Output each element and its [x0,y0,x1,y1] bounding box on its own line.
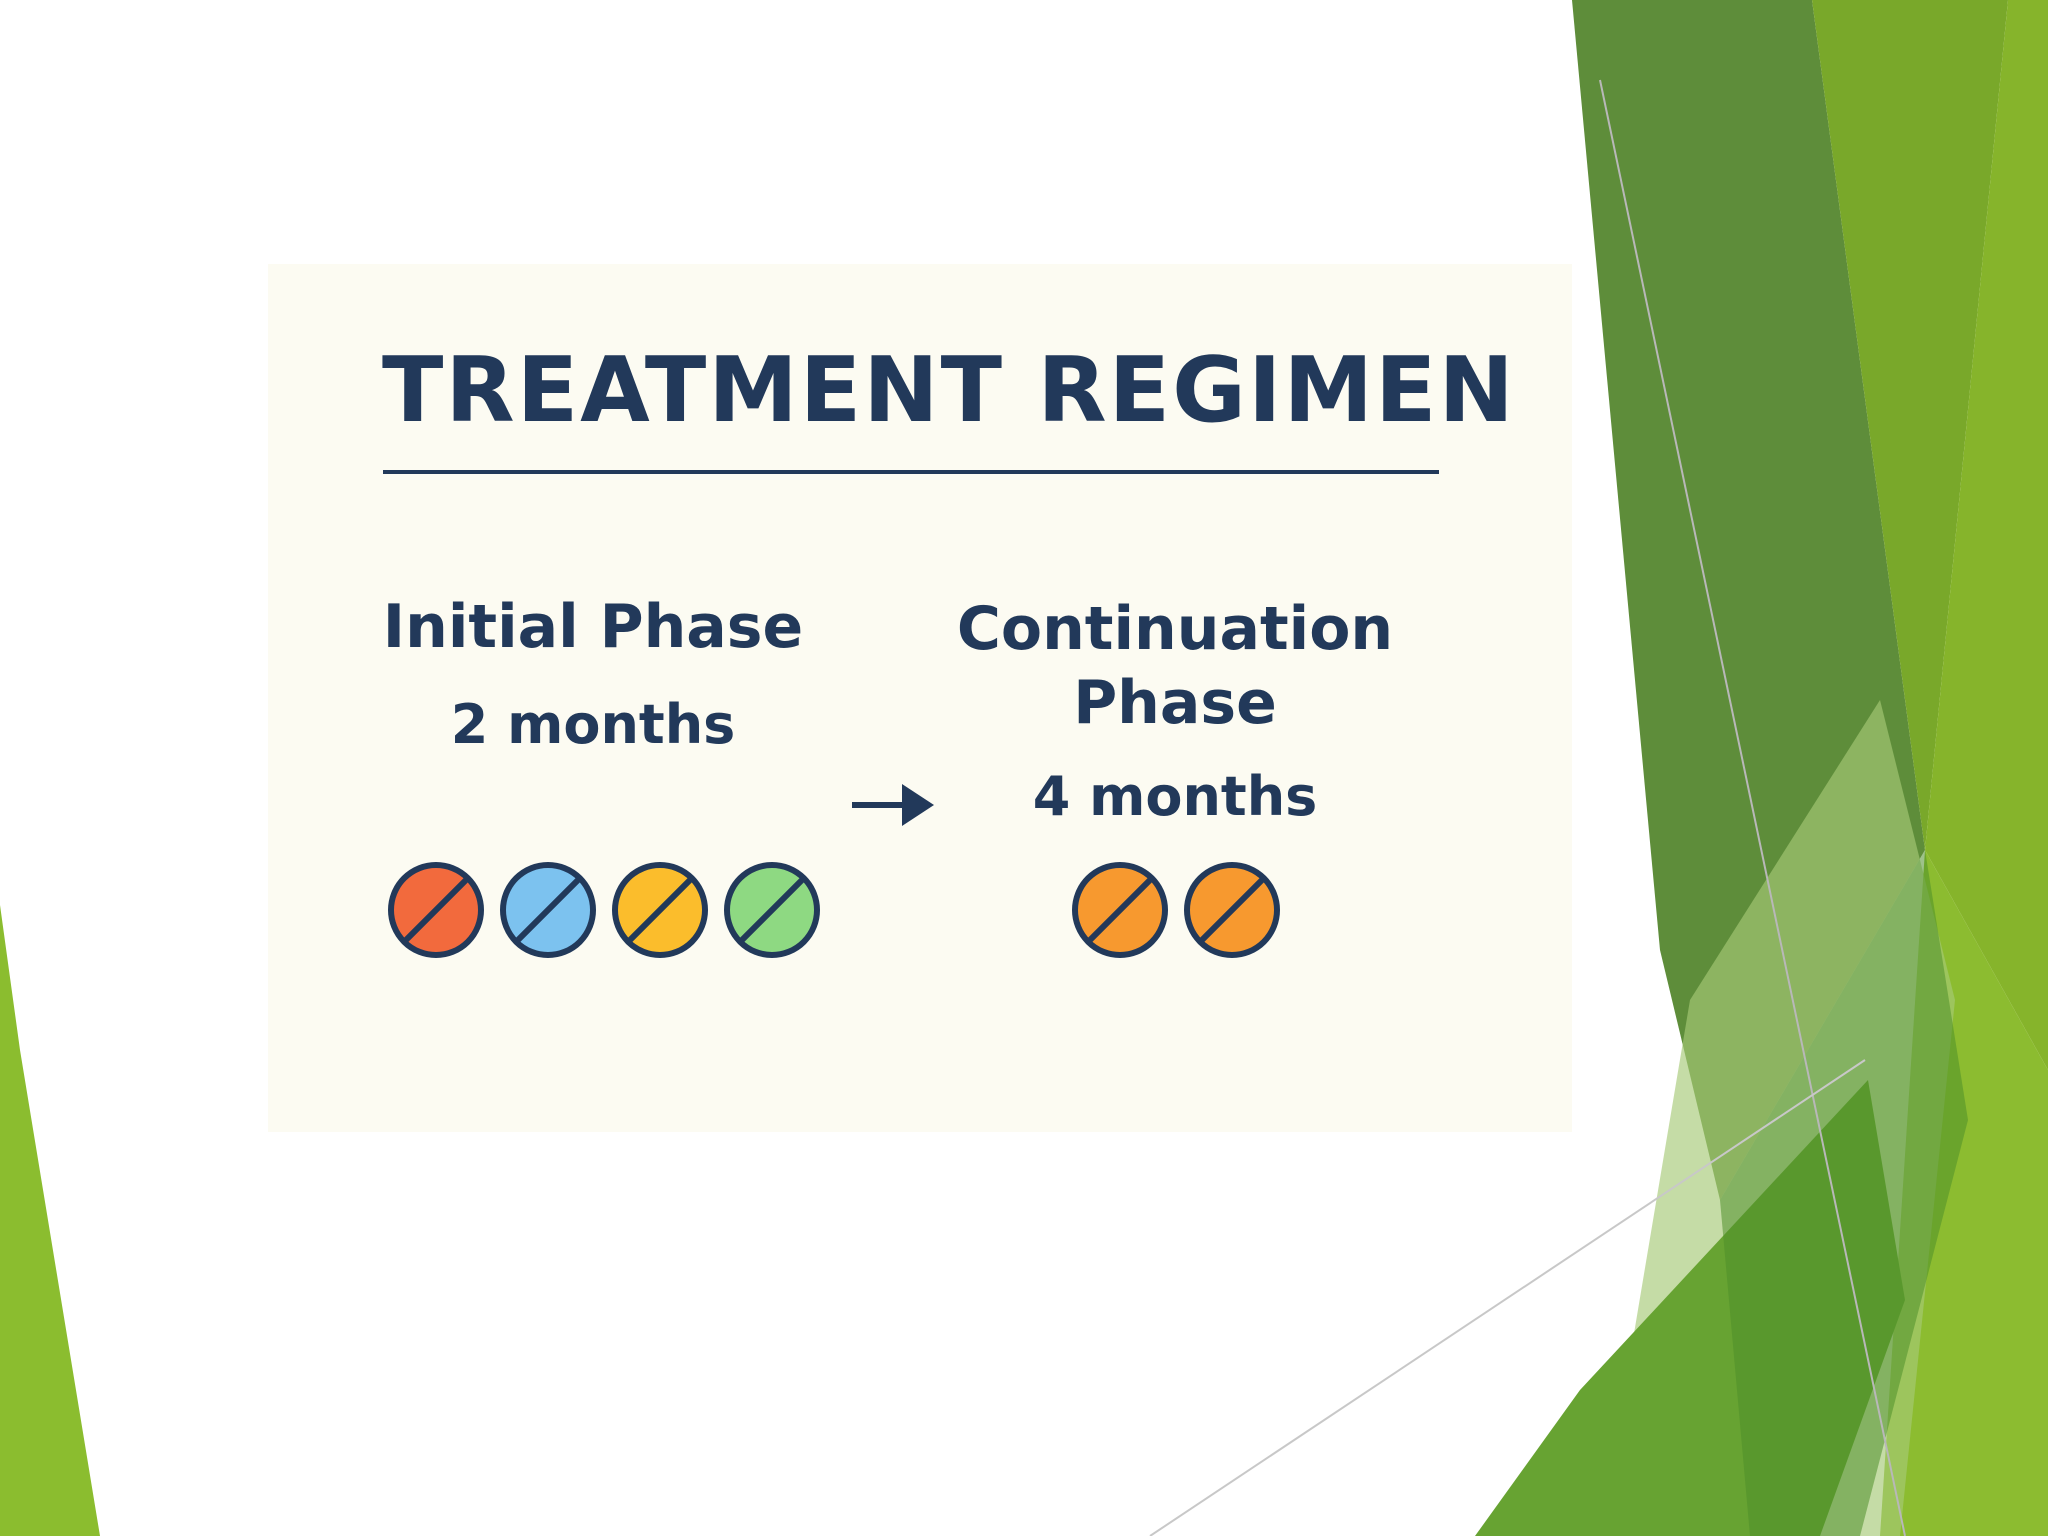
continuation-phase-pills [1068,858,1288,962]
title-divider [383,470,1439,474]
continuation-phase-duration: 4 months [915,760,1435,834]
page-title: TREATMENT REGIMEN [382,336,1442,446]
continuation-phase-label: Continuation Phase [915,592,1435,740]
pill-icon [608,858,712,962]
initial-phase-duration: 2 months [378,688,808,762]
initial-phase-label: Initial Phase [378,590,808,664]
pill-icon [1180,858,1284,962]
left-green-shape [0,905,100,1536]
pill-icon [720,858,824,962]
pill-icon [384,858,488,962]
pill-icon [496,858,600,962]
pill-icon [1068,858,1172,962]
initial-phase-pills [384,858,834,962]
